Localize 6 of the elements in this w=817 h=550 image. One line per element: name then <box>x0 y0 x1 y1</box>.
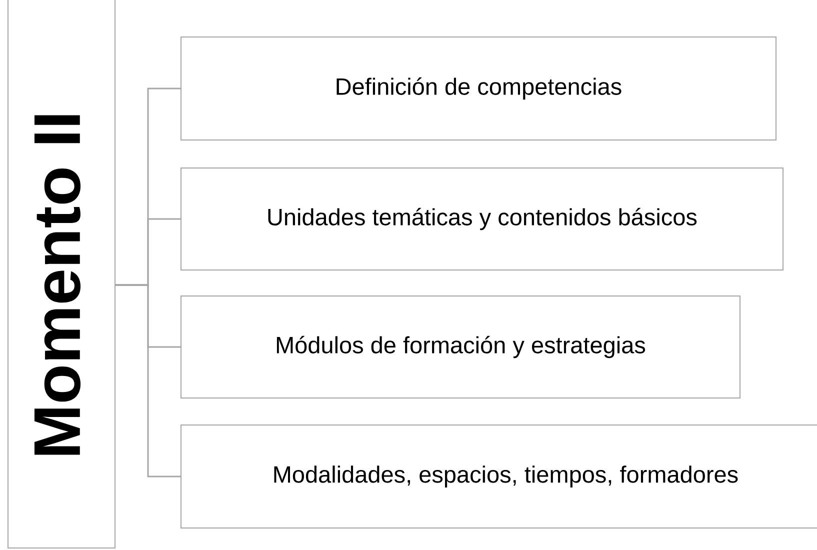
topic-box: Definición de competencias <box>180 36 776 140</box>
title-band: Momento II <box>8 0 116 548</box>
connector-line <box>116 284 180 478</box>
topic-box: Modalidades, espacios, tiempos, formadores <box>180 424 817 528</box>
topic-box: Unidades temáticas y contenidos básicos <box>180 168 784 270</box>
topic-box: Módulos de formación y estrategias <box>180 296 740 398</box>
